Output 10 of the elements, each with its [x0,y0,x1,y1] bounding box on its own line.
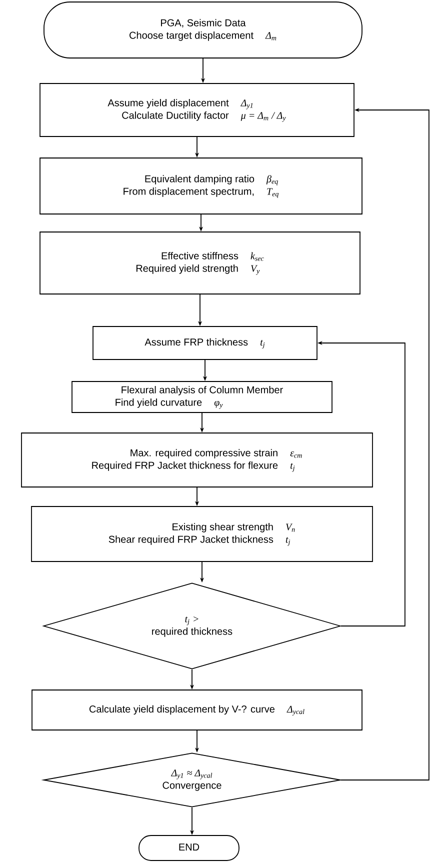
process-box: Max. required compressive strain ε$_{cm}$ Required FRP Jacket thickness for flexure t$_{j}$ [21,432,373,488]
process-box: Flexural analysis of Column Member Find yield curvature φ$_{y}$ [72,381,332,413]
process-box: Existing shear strength V$_{n}$ Shear required FRP Jacket thickness t$_{j}$ [31,506,373,562]
process-box: Effective stiffness k$_{sec}$ Required yield strength V$_{y}$ [40,232,360,294]
start-terminal: PGA, Seismic Data Choose target displacement Δ$_{m}$ [44,2,362,58]
process-box: Assume FRP thickness t$_{j}$ [92,326,318,360]
process-box: Equivalent damping ratio β$_{eq}$ From displacement spectrum, T$_{eq}$ [40,158,362,214]
end-terminal: END [138,835,240,861]
process-box: Calculate yield displacement by V-? curve Δ$_{ycal}$ [32,690,362,730]
process-box: Assume yield displacement Δ$_{y1}$ Calculate Ductility factor μ = Δ$_{m}$ / Δ$_{y}$ [40,83,354,137]
